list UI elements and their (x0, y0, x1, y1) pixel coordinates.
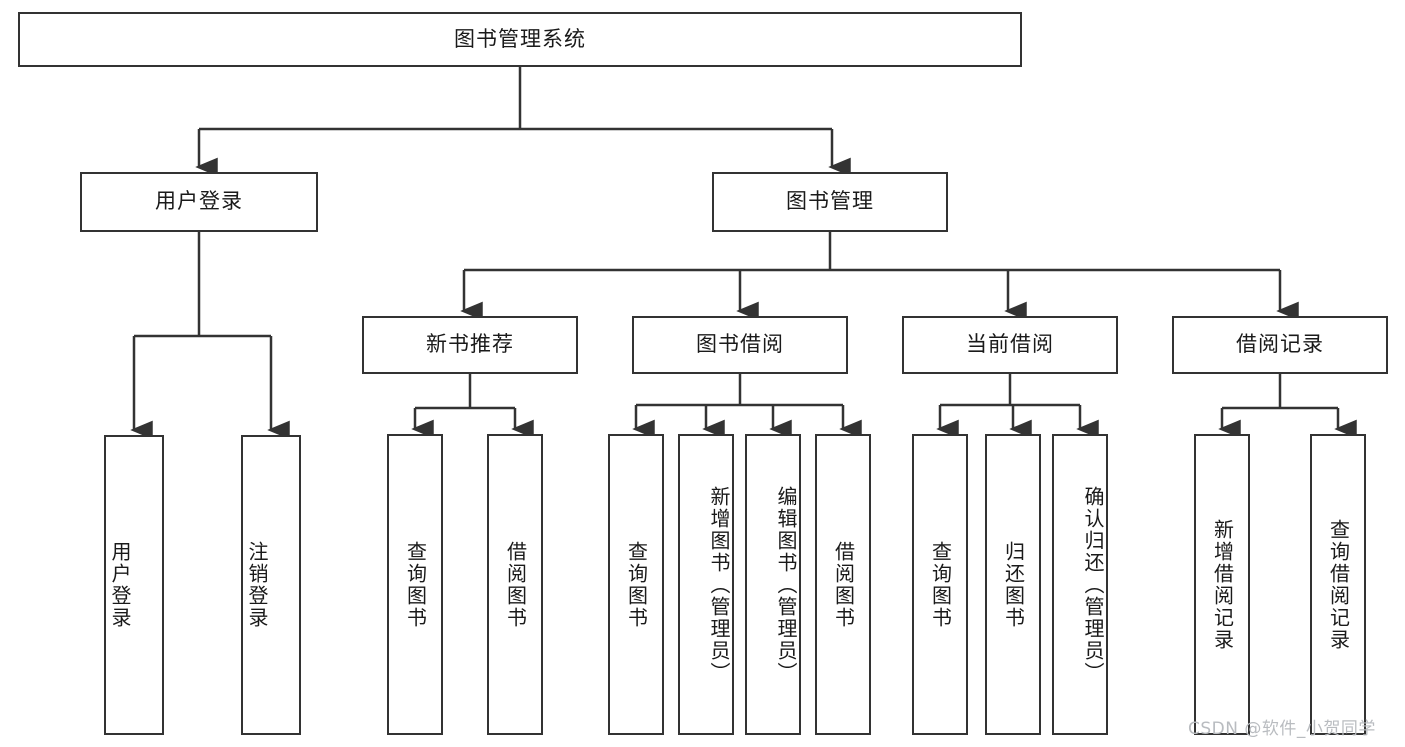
node-root-label: 图书管理系统 (454, 26, 586, 51)
leaf-add-book-admin-label: 新增图书（管理员） (707, 485, 731, 684)
leaf-user-login[interactable]: 用户登录 (104, 435, 164, 735)
leaf-borrow-book-recommend[interactable]: 借阅图书 (487, 434, 543, 735)
node-book-borrow[interactable]: 图书借阅 (632, 316, 848, 374)
leaf-query-book-borrow[interactable]: 查询图书 (608, 434, 664, 735)
leaf-confirm-return-admin[interactable]: 确认归还（管理员） (1052, 434, 1108, 735)
csdn-watermark: CSDN @软件_小贺同学 (1188, 719, 1376, 739)
node-user-login[interactable]: 用户登录 (80, 172, 318, 232)
leaf-query-book-borrow-label: 查询图书 (624, 540, 649, 629)
leaf-user-login-label: 用户登录 (108, 541, 132, 629)
leaf-query-book-current[interactable]: 查询图书 (912, 434, 968, 735)
leaf-return-book[interactable]: 归还图书 (985, 434, 1041, 735)
node-current-borrow[interactable]: 当前借阅 (902, 316, 1118, 374)
leaf-query-book-recommend[interactable]: 查询图书 (387, 434, 443, 735)
node-current-borrow-label: 当前借阅 (966, 332, 1054, 357)
leaf-edit-book-admin-label: 编辑图书（管理员） (774, 485, 798, 684)
node-new-book-recommend[interactable]: 新书推荐 (362, 316, 578, 374)
node-user-login-label: 用户登录 (155, 189, 243, 214)
leaf-add-borrow-record-label: 新增借阅记录 (1210, 518, 1235, 651)
node-borrow-record[interactable]: 借阅记录 (1172, 316, 1388, 374)
node-book-manage-label: 图书管理 (786, 189, 874, 214)
leaf-confirm-return-admin-label: 确认归还（管理员） (1081, 485, 1105, 684)
leaf-return-book-label: 归还图书 (1001, 540, 1026, 629)
leaf-query-book-recommend-label: 查询图书 (403, 540, 428, 629)
leaf-query-borrow-record[interactable]: 查询借阅记录 (1310, 434, 1366, 735)
leaf-borrow-book-label: 借阅图书 (831, 540, 856, 629)
leaf-query-book-current-label: 查询图书 (928, 540, 953, 629)
node-root[interactable]: 图书管理系统 (18, 12, 1022, 67)
leaf-borrow-book-recommend-label: 借阅图书 (503, 540, 528, 629)
node-borrow-record-label: 借阅记录 (1236, 332, 1324, 357)
node-book-manage[interactable]: 图书管理 (712, 172, 948, 232)
node-book-borrow-label: 图书借阅 (696, 332, 784, 357)
leaf-logout-label: 注销登录 (245, 541, 269, 629)
node-new-book-recommend-label: 新书推荐 (426, 332, 514, 357)
leaf-add-book-admin[interactable]: 新增图书（管理员） (678, 434, 734, 735)
leaf-logout[interactable]: 注销登录 (241, 435, 301, 735)
leaf-query-borrow-record-label: 查询借阅记录 (1326, 518, 1351, 651)
leaf-borrow-book[interactable]: 借阅图书 (815, 434, 871, 735)
leaf-edit-book-admin[interactable]: 编辑图书（管理员） (745, 434, 801, 735)
leaf-add-borrow-record[interactable]: 新增借阅记录 (1194, 434, 1250, 735)
